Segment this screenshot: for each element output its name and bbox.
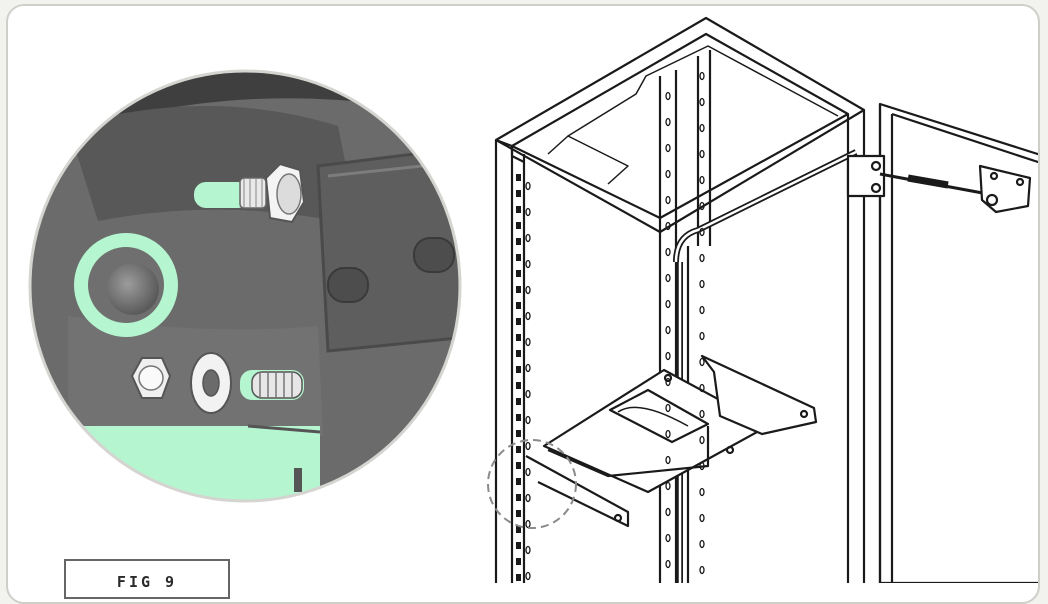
rack-round-hole [699,279,705,289]
rack-round-hole [525,519,531,529]
rack-round-hole [665,325,671,335]
rack-round-hole [665,507,671,517]
rack-round-hole [699,201,705,211]
rack-round-hole [665,299,671,309]
figure-label: FIG 9 [64,559,230,599]
rack-hole [516,510,521,517]
rack-round-hole [665,117,671,127]
rack-hole [516,398,521,405]
rack-hole [516,462,521,469]
rack-round-hole [525,259,531,269]
rack-round-hole [525,363,531,373]
rack-hole [516,366,521,373]
rack-round-hole [699,253,705,263]
rack-hole [516,206,521,213]
hex-nut [130,357,172,399]
rack-hole [516,270,521,277]
rack-round-hole [699,175,705,185]
rack-round-hole [525,389,531,399]
rack-hole [516,350,521,357]
rack-round-hole [665,91,671,101]
rack-round-hole [525,285,531,295]
rack-round-hole [699,97,705,107]
rack-round-hole [699,513,705,523]
rack-hole [516,446,521,453]
rack-round-hole [525,207,531,217]
rack-cabinet [494,16,1038,583]
rack-round-hole [665,481,671,491]
rack-hole [516,478,521,485]
rack-round-hole [665,247,671,257]
rack-round-hole [525,415,531,425]
rack-round-hole [699,539,705,549]
rack-hole [516,174,521,181]
upper-stud-with-nut [194,162,306,224]
rack-round-hole [699,305,705,315]
rack-round-hole [665,351,671,361]
rack-round-hole [525,181,531,191]
rack-hole [516,302,521,309]
rack-hole [516,414,521,421]
detail-circle [28,69,462,503]
figure-frame: FIG 9 [6,4,1040,604]
rack-round-hole [699,357,705,367]
rack-round-hole [665,429,671,439]
rack-hole [516,190,521,197]
cable-manager-bracket [525,354,818,528]
rack-round-hole [665,403,671,413]
rack-round-hole [699,461,705,471]
rack-round-hole [665,221,671,231]
rack-round-hole [699,71,705,81]
gas-strut [846,154,1032,214]
rack-round-hole [699,565,705,575]
rack-round-hole [699,227,705,237]
rack-assembly-diagram [28,16,1038,583]
rack-hole [516,558,521,565]
rack-post-holes [516,174,521,581]
rack-round-hole [699,149,705,159]
rack-hole [516,318,521,325]
rack-hole [516,286,521,293]
rack-hole [516,382,521,389]
rack-hole [516,542,521,549]
rack-hole [516,222,521,229]
rack-round-hole [525,571,531,581]
rack-round-hole [525,311,531,321]
rack-round-hole [665,169,671,179]
rack-hole [516,334,521,341]
rack-round-hole [525,545,531,555]
rack-round-hole [665,195,671,205]
rack-round-hole [699,331,705,341]
rack-round-hole [525,233,531,243]
rack-round-hole [665,533,671,543]
rack-round-hole [665,273,671,283]
rack-round-hole [665,455,671,465]
rack-round-hole [665,377,671,387]
flat-washer [190,352,232,414]
rack-hole [516,574,521,581]
rack-hole [516,494,521,501]
rack-post-round-holes [525,71,705,581]
rack-round-hole [699,383,705,393]
rack-round-hole [665,559,671,569]
rack-hole [516,526,521,533]
rack-round-hole [699,409,705,419]
rack-round-hole [525,467,531,477]
rack-round-hole [525,441,531,451]
rack-hole [516,430,521,437]
rack-hole [516,254,521,261]
rack-round-hole [665,143,671,153]
rack-round-hole [525,493,531,503]
threaded-bolt [240,370,304,400]
rack-round-hole [699,435,705,445]
detail-callout-circle [487,439,577,529]
rack-round-hole [699,487,705,497]
rack-hole [516,238,521,245]
rack-round-hole [525,337,531,347]
rack-round-hole [699,123,705,133]
